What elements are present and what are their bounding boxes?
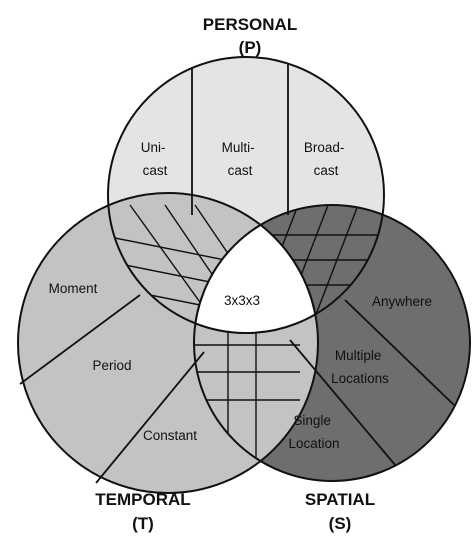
temporal-title: TEMPORAL — [95, 490, 190, 509]
spatial-dividers — [289, 299, 455, 467]
region-single-location: Single Location — [288, 413, 339, 451]
temporal-spatial-grid — [195, 320, 300, 460]
center-region — [194, 205, 318, 333]
region-period: Period — [92, 358, 131, 373]
temporal-dividers — [19, 294, 205, 484]
region-unicast: Uni- cast — [141, 140, 170, 178]
region-anywhere: Anywhere — [372, 294, 432, 309]
spatial-abbr: (S) — [329, 514, 352, 533]
personal-title: PERSONAL — [203, 15, 297, 34]
region-broadcast: Broad- cast — [304, 140, 348, 178]
center-outline — [193, 204, 319, 334]
personal-abbr: (P) — [239, 38, 262, 57]
region-moment: Moment — [49, 281, 98, 296]
region-constant: Constant — [143, 428, 197, 443]
spatial-title: SPATIAL — [305, 490, 375, 509]
center-label: 3x3x3 — [224, 293, 260, 308]
personal-dividers — [191, 64, 289, 215]
temporal-abbr: (T) — [132, 514, 154, 533]
region-multicast: Multi- cast — [222, 140, 259, 178]
region-multiple-locations: Multiple Locations — [331, 348, 389, 386]
